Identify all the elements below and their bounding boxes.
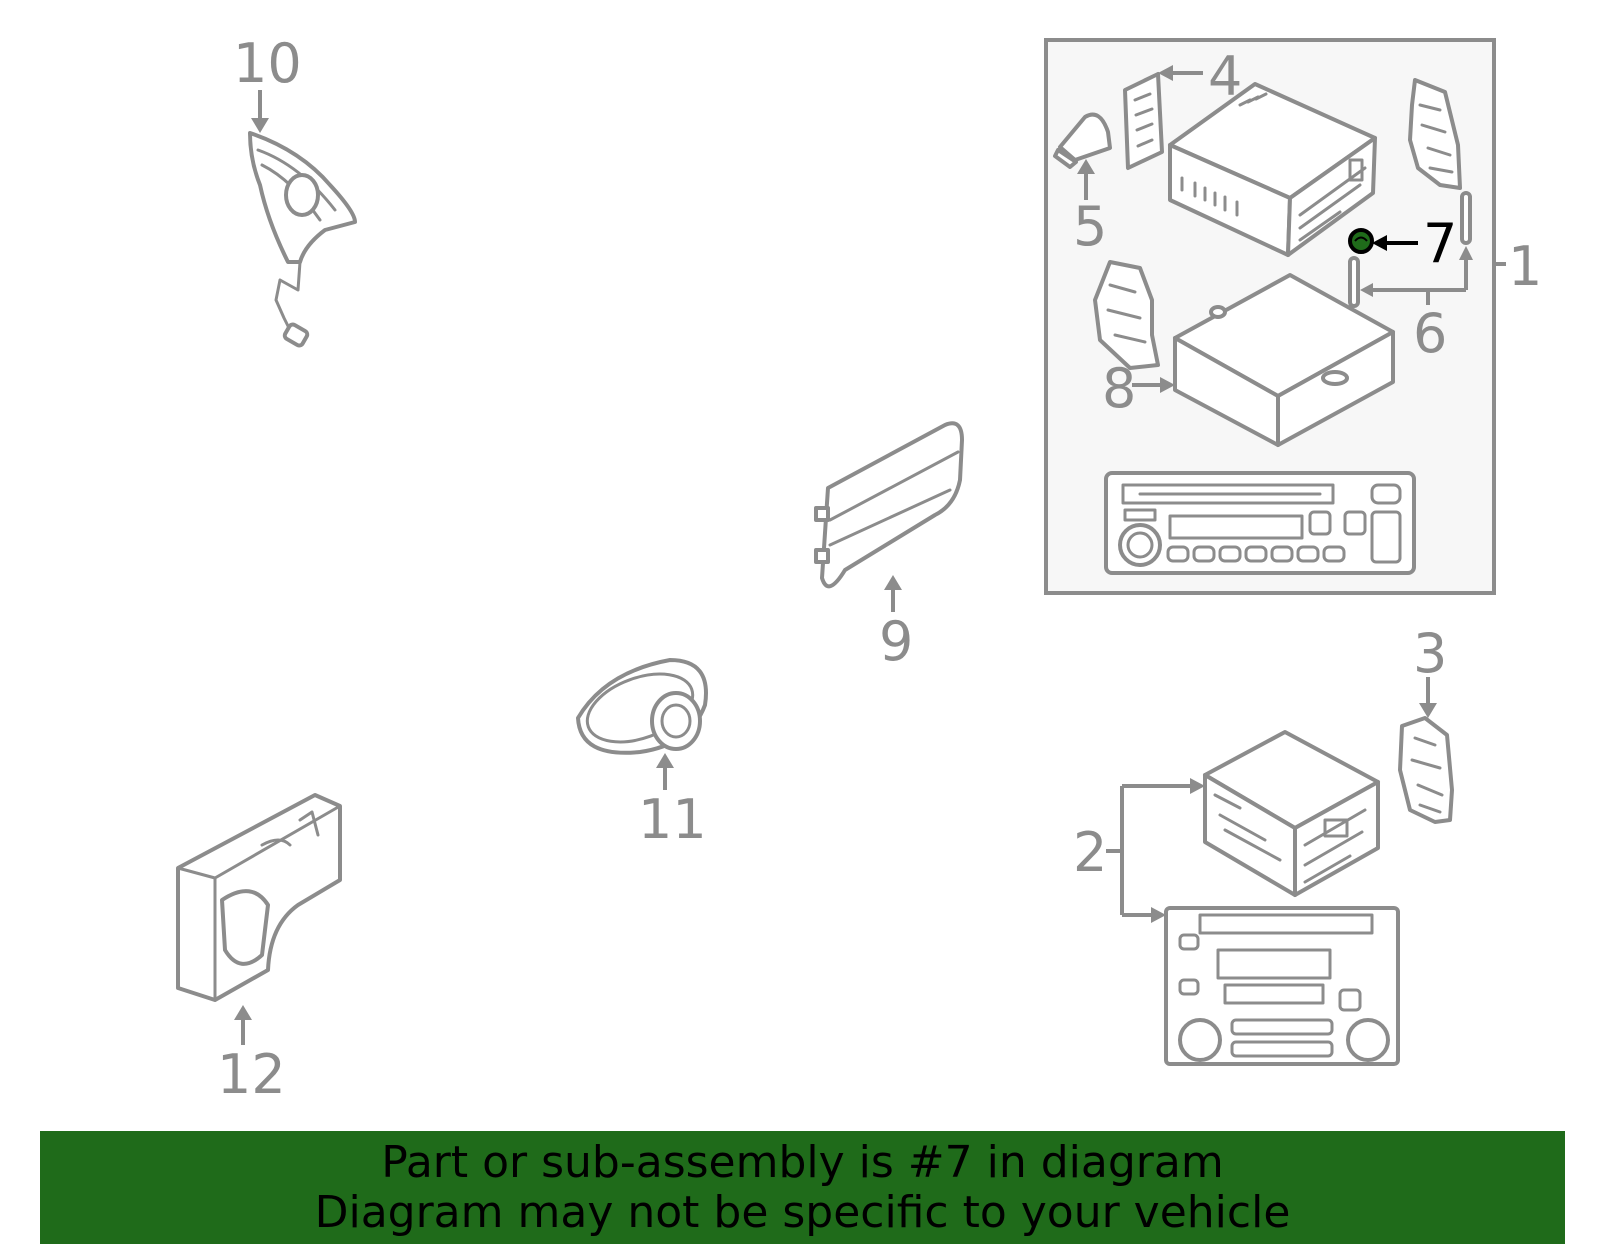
part-10-tweeter-speaker[interactable] xyxy=(248,131,357,348)
callout-12-label: 12 xyxy=(217,1043,286,1106)
callout-5-label: 5 xyxy=(1073,195,1107,258)
part-3-side-bracket[interactable] xyxy=(1398,716,1454,824)
part-1-radio-faceplate[interactable] xyxy=(1104,471,1416,575)
callout-10-leader xyxy=(251,90,269,133)
part-4-bracket[interactable] xyxy=(1123,72,1164,170)
callout-11-leader xyxy=(656,753,674,790)
info-banner: Part or sub-assembly is #7 in diagram Di… xyxy=(40,1131,1565,1244)
callout-8-label: 8 xyxy=(1102,357,1136,420)
callout-1-label: 1 xyxy=(1508,235,1542,298)
callout-8-leader xyxy=(1132,377,1175,393)
part-11-oval-speaker[interactable] xyxy=(576,658,708,755)
callout-2-label: 2 xyxy=(1073,821,1107,884)
banner-line-2: Diagram may not be specific to your vehi… xyxy=(314,1186,1291,1238)
part-12-subwoofer-enclosure[interactable] xyxy=(176,793,342,1002)
callout-6-label: 6 xyxy=(1413,302,1447,365)
callout-6-leader xyxy=(1360,246,1473,305)
part-1-side-plate-right[interactable] xyxy=(1408,78,1462,190)
callout-3-label: 3 xyxy=(1413,622,1447,685)
callout-11-label: 11 xyxy=(638,788,707,851)
part-1-radio-unit[interactable] xyxy=(1168,82,1377,257)
part-1-side-plate-left[interactable] xyxy=(1093,260,1160,370)
part-7-clip-highlighted[interactable] xyxy=(1348,228,1374,254)
callout-10-label: 10 xyxy=(233,32,302,95)
part-2-radio-unit[interactable] xyxy=(1203,730,1380,897)
callout-9-leader xyxy=(884,575,902,612)
callout-12-leader xyxy=(234,1005,252,1045)
part-2-radio-faceplate[interactable] xyxy=(1164,906,1400,1066)
callout-7-leader xyxy=(1372,235,1418,251)
callout-2-leader xyxy=(1106,778,1205,923)
banner-line-1: Part or sub-assembly is #7 in diagram xyxy=(381,1136,1224,1188)
callout-7-label: 7 xyxy=(1423,212,1457,275)
callout-3-leader xyxy=(1419,677,1437,718)
part-6-pins[interactable] xyxy=(1348,191,1472,308)
part-5-knob[interactable] xyxy=(1053,112,1112,169)
part-9-trim-bezel[interactable] xyxy=(814,421,964,589)
part-8-radio-housing[interactable] xyxy=(1173,273,1395,447)
callout-9-label: 9 xyxy=(879,610,913,673)
callout-4-leader xyxy=(1158,65,1203,81)
callout-5-leader xyxy=(1077,159,1095,200)
